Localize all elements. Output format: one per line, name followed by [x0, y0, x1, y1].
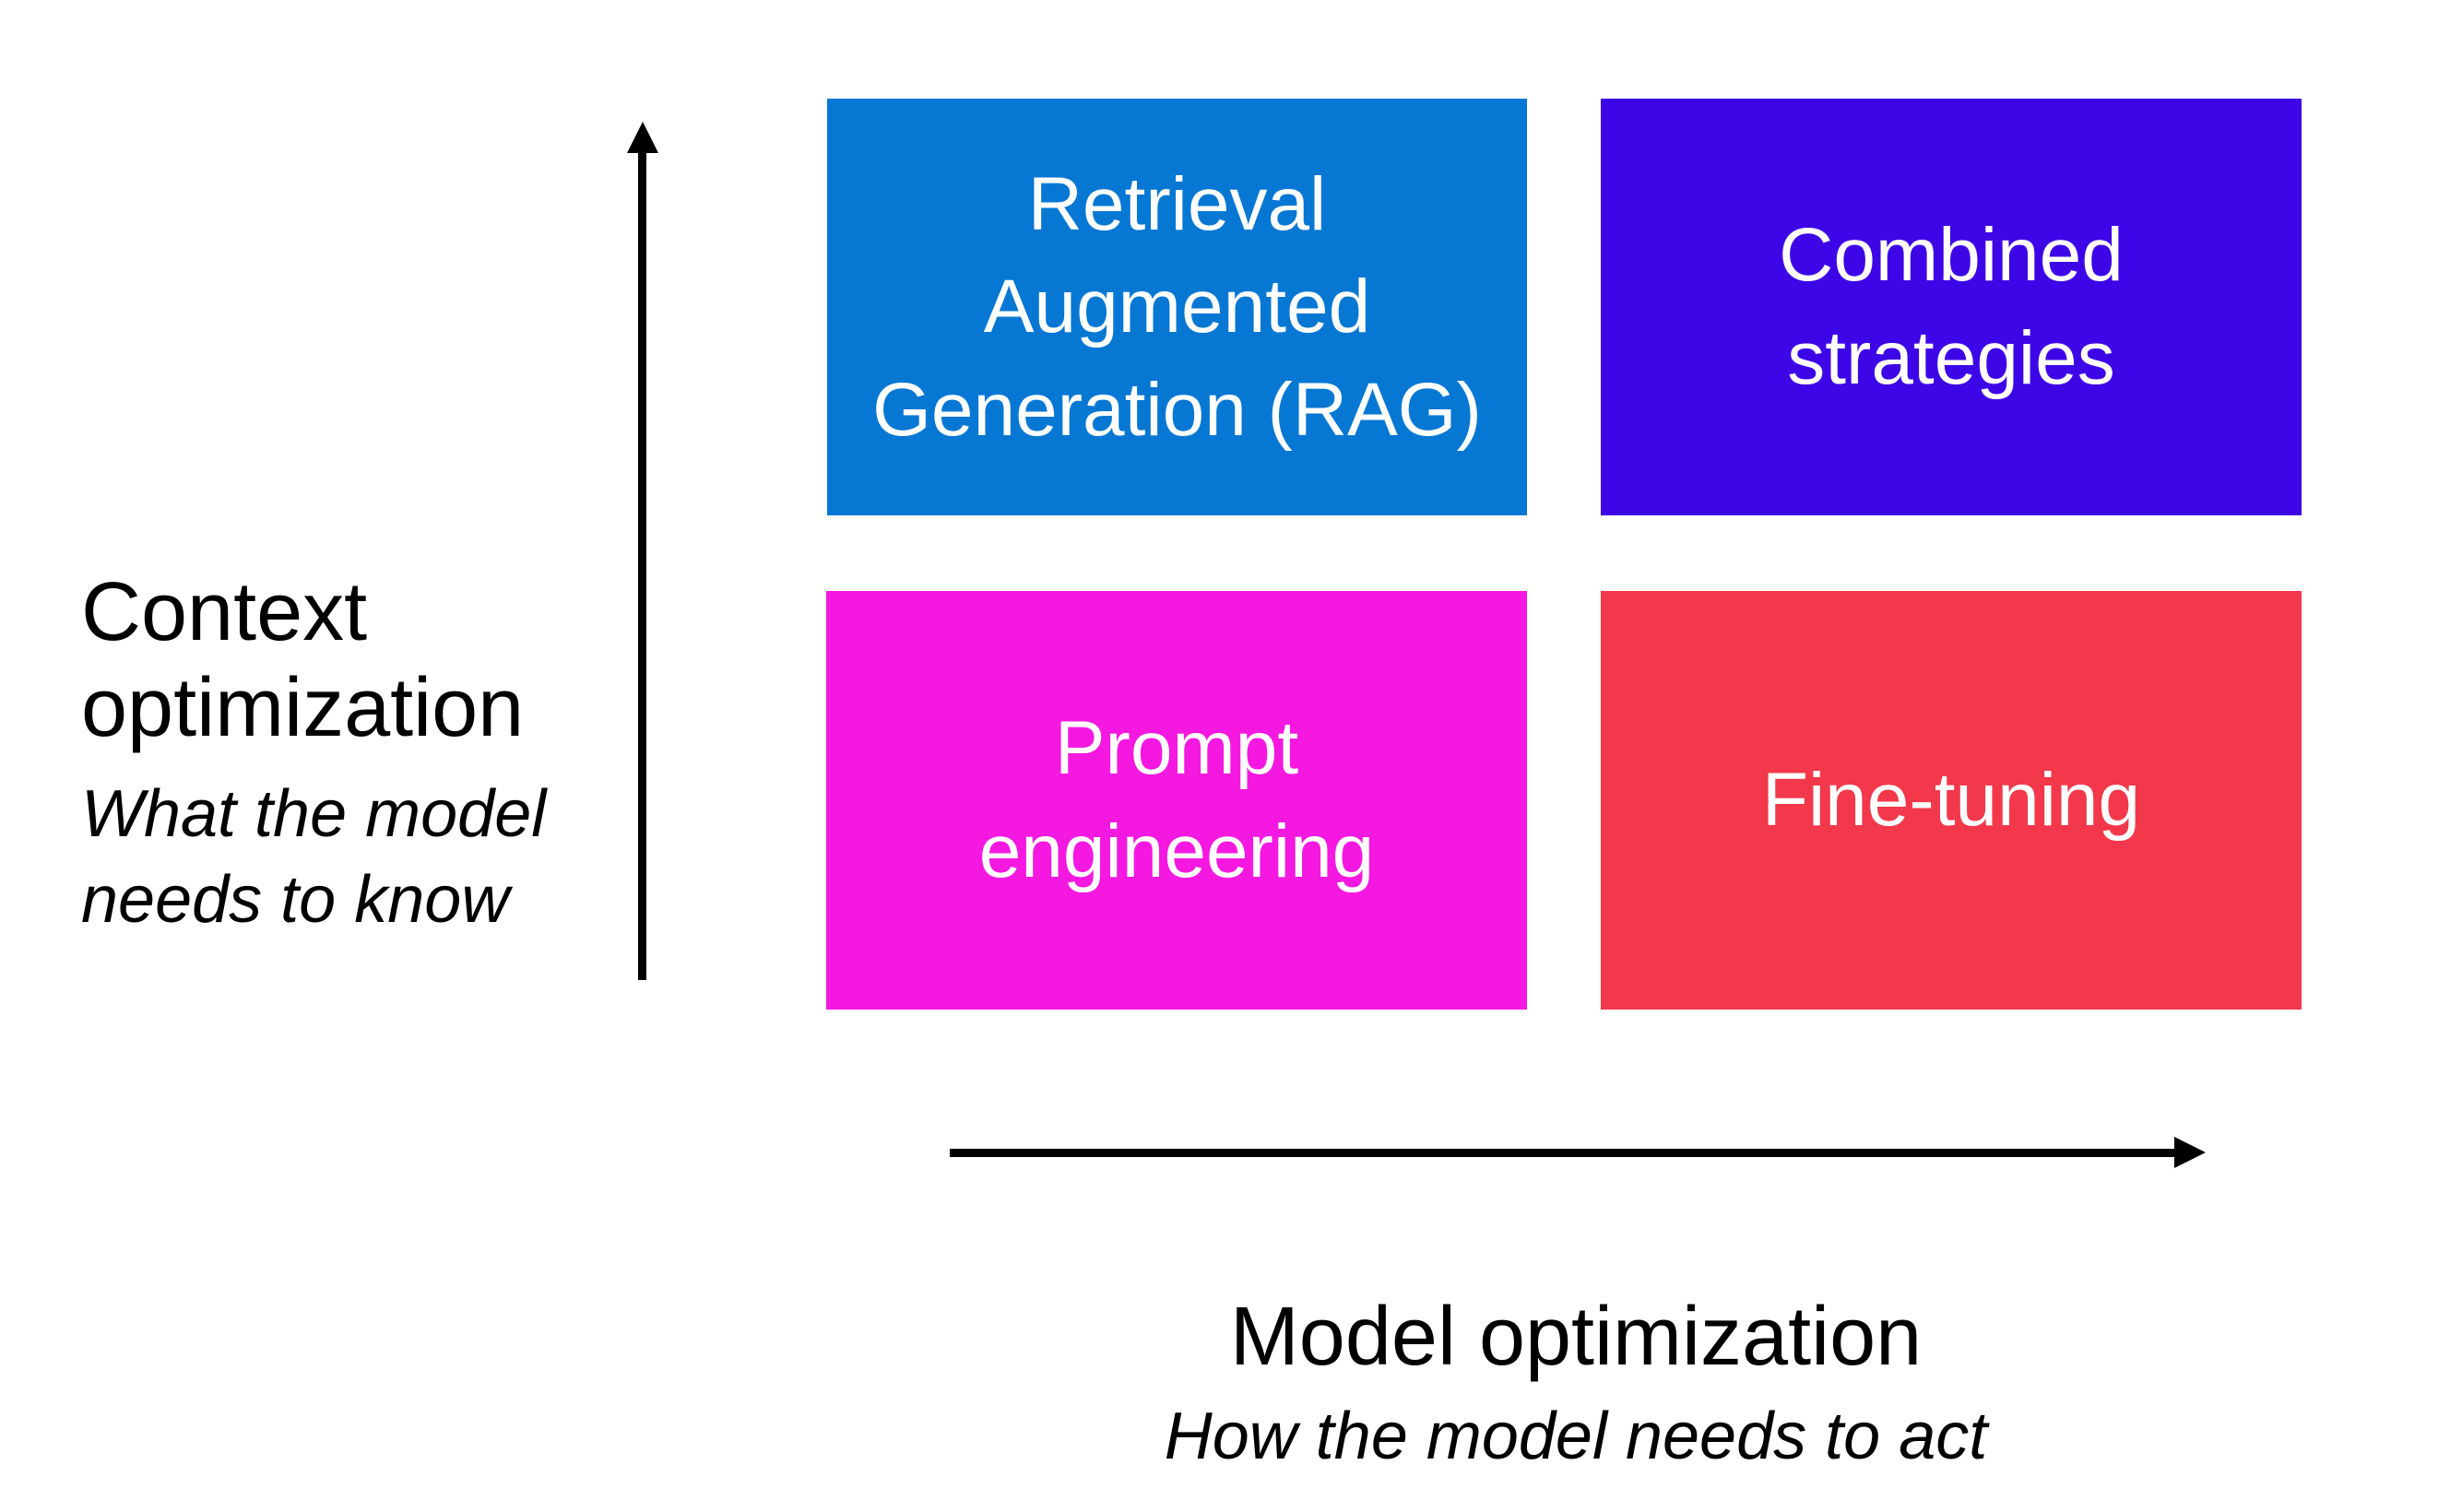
quadrant-rag-label: Retrieval Augmented Generation (RAG) [872, 161, 1482, 452]
y-axis-subtitle: What the model needs to know [81, 776, 547, 938]
y-axis-title: Context optimization [81, 566, 525, 755]
x-axis-arrow-head-icon [2174, 1137, 2206, 1168]
quadrant-combined-strategies: Combined strategies [1601, 99, 2302, 515]
quadrant-fine-tuning: Fine-tuning [1601, 591, 2302, 1010]
x-axis-label-group: Model optimization How the model needs t… [930, 1289, 2221, 1481]
quadrant-prompt-engineering: Prompt engineering [826, 591, 1527, 1010]
quadrant-combined-strategies-label: Combined strategies [1779, 213, 2124, 400]
x-axis-arrow-line [950, 1149, 2176, 1157]
quadrant-rag: Retrieval Augmented Generation (RAG) [827, 99, 1527, 515]
x-axis-title: Model optimization [1229, 1291, 1923, 1383]
y-axis-arrow-line [638, 148, 646, 980]
y-axis-label-group: Context optimization What the model need… [81, 564, 598, 944]
quadrant-fine-tuning-label: Fine-tuning [1761, 758, 2141, 843]
x-axis-subtitle: How the model needs to act [1164, 1400, 1988, 1474]
y-axis-arrow-head-icon [627, 122, 658, 153]
quadrant-prompt-engineering-label: Prompt engineering [978, 706, 1375, 893]
